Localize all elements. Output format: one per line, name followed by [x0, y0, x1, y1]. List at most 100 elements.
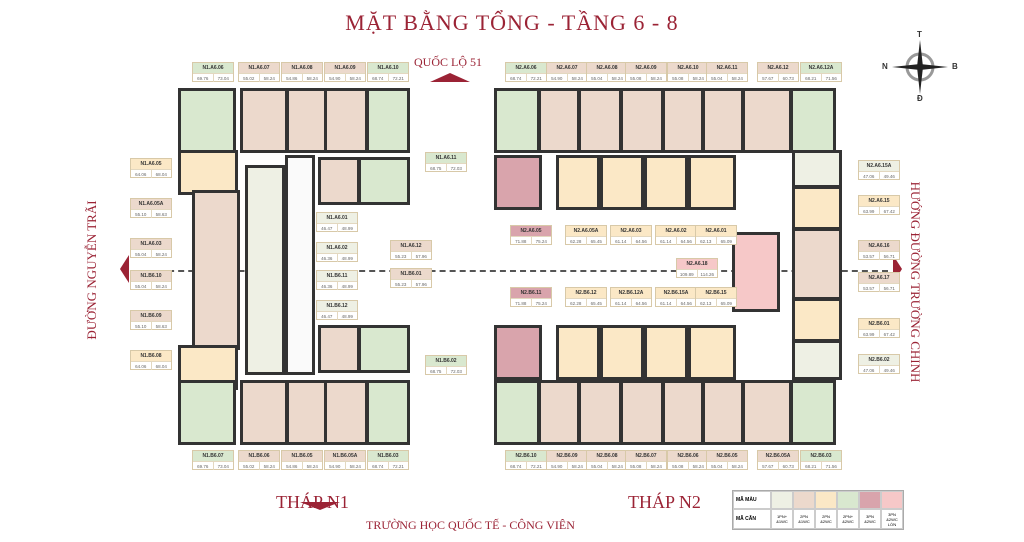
- unit-block[interactable]: [178, 150, 238, 195]
- unit-block[interactable]: [792, 228, 842, 300]
- unit-block[interactable]: [538, 88, 580, 153]
- unit-block[interactable]: [620, 88, 664, 153]
- unit-block[interactable]: [742, 380, 792, 445]
- unit-block[interactable]: [792, 298, 842, 342]
- unit-block[interactable]: [538, 380, 580, 445]
- unit-block[interactable]: [324, 88, 368, 153]
- unit-block[interactable]: [358, 157, 410, 205]
- unit-block[interactable]: [494, 155, 542, 210]
- unit-block[interactable]: [240, 380, 288, 445]
- unit-block[interactable]: [702, 88, 744, 153]
- unit-block[interactable]: [494, 380, 540, 445]
- unit-block[interactable]: [240, 88, 288, 153]
- unit-block[interactable]: [702, 380, 744, 445]
- unit-block[interactable]: [556, 155, 600, 210]
- unit-block[interactable]: [358, 325, 410, 373]
- unit-block[interactable]: [192, 190, 240, 350]
- unit-block[interactable]: [662, 380, 704, 445]
- unit-block[interactable]: [494, 88, 540, 153]
- unit-block[interactable]: [578, 380, 622, 445]
- unit-block[interactable]: [644, 325, 688, 380]
- unit-block[interactable]: [688, 155, 736, 210]
- unit-block[interactable]: [556, 325, 600, 380]
- unit-block[interactable]: [662, 88, 704, 153]
- unit-block[interactable]: [790, 88, 836, 153]
- unit-block[interactable]: [792, 186, 842, 230]
- unit-block[interactable]: [792, 340, 842, 380]
- unit-block[interactable]: [620, 380, 664, 445]
- unit-block[interactable]: [178, 88, 236, 153]
- unit-block[interactable]: [644, 155, 688, 210]
- unit-block[interactable]: [792, 150, 842, 188]
- unit-block[interactable]: [324, 380, 368, 445]
- unit-block[interactable]: [245, 165, 285, 375]
- unit-block[interactable]: [790, 380, 836, 445]
- unit-block[interactable]: [366, 380, 410, 445]
- unit-block[interactable]: [494, 325, 542, 380]
- unit-block[interactable]: [688, 325, 736, 380]
- unit-block[interactable]: [318, 325, 360, 373]
- unit-block[interactable]: [600, 155, 644, 210]
- unit-block[interactable]: [732, 232, 780, 312]
- unit-block[interactable]: [742, 88, 792, 153]
- unit-block[interactable]: [578, 88, 622, 153]
- unit-block[interactable]: [286, 380, 328, 445]
- unit-block[interactable]: [366, 88, 410, 153]
